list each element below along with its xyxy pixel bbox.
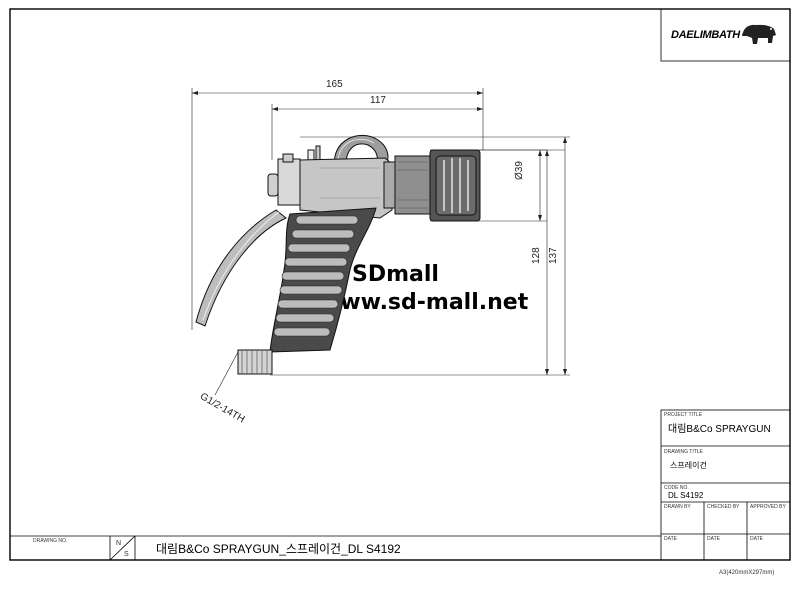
drawn-by-label: DRAWN BY	[664, 504, 691, 510]
drawing-title-label: DRAWING TITLE	[664, 449, 703, 455]
scale-top: N	[116, 540, 122, 547]
watermark-line2: www.sd-mall.net	[320, 290, 529, 315]
sheet-border	[9, 8, 791, 561]
dim-body-length: 117	[370, 95, 386, 106]
grip-slots	[273, 215, 359, 337]
dim-height-outer: 137	[548, 247, 559, 264]
drawing-no-label: DRAWING NO.	[33, 538, 68, 544]
date-label-drawn: DATE	[664, 536, 677, 542]
spray-gun-drawing	[195, 134, 481, 375]
logo-box	[660, 8, 791, 62]
bottom-bar-lines	[10, 535, 661, 561]
date-label-checked: DATE	[707, 536, 720, 542]
date-label-approved: DATE	[750, 536, 763, 542]
drawing-name: 대림B&Co SPRAYGUN_스프레이건_DL S4192	[156, 542, 401, 556]
dim-nozzle-diameter: Ø39	[514, 161, 525, 180]
drawing-title-value: 스프레이건	[670, 461, 707, 470]
checked-by-label: CHECKED BY	[707, 504, 740, 510]
project-title-label: PROJECT TITLE	[664, 412, 703, 418]
scale-bottom: S	[124, 551, 129, 558]
dim-height-inner: 128	[531, 247, 542, 264]
project-title-value: 대림B&Co SPRAYGUN	[668, 424, 771, 435]
code-no-value: DL S4192	[668, 491, 704, 500]
code-no-label: CODE NO.	[664, 485, 689, 491]
paper-size: A3(420mmX297mm)	[719, 570, 775, 576]
bear-logo-icon	[742, 24, 776, 44]
dimension-arrows	[192, 91, 567, 375]
dim-overall-length: 165	[326, 79, 343, 90]
watermark-line1: SDmall	[352, 262, 439, 287]
title-block-lines	[660, 409, 791, 561]
logo-text: DAELIMBATH	[671, 29, 740, 41]
approved-by-label: APPROVED BY	[750, 504, 786, 510]
